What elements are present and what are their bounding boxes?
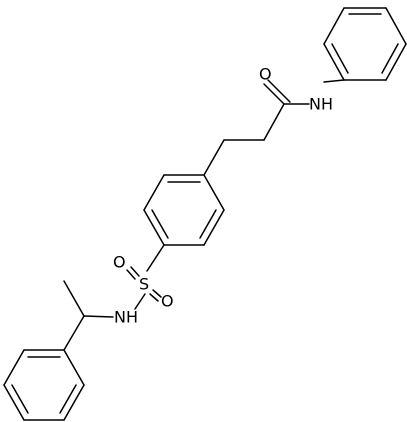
bond — [3, 384, 25, 421]
bond — [267, 79, 291, 103]
bond — [63, 315, 85, 351]
bond — [83, 315, 114, 318]
bond — [151, 209, 169, 239]
bond — [146, 244, 165, 272]
bond — [331, 43, 349, 74]
middle-benzene-ring — [143, 174, 225, 246]
bond — [134, 293, 146, 310]
bond — [381, 43, 399, 74]
sulfonamide-nh-label: NH — [114, 308, 138, 327]
bond — [63, 384, 85, 421]
top-phenyl-ring — [323, 7, 407, 81]
bond — [152, 289, 162, 298]
carbonyl-oxygen-label: O — [259, 65, 272, 84]
bond — [63, 280, 85, 317]
bond — [143, 209, 165, 246]
sulfonyl-oxygen-right-label: O — [161, 292, 174, 311]
bond — [323, 43, 345, 81]
bond — [323, 79, 345, 83]
bond — [126, 269, 136, 280]
bond — [63, 349, 85, 386]
bond — [385, 7, 407, 45]
bond — [130, 266, 140, 277]
bond — [203, 174, 225, 211]
amide-nh-label: NH — [309, 95, 333, 114]
bond — [203, 209, 225, 246]
bond — [385, 43, 407, 81]
sulfonyl-oxygen-left-label: O — [113, 253, 126, 272]
bond — [323, 7, 345, 45]
bond — [59, 384, 77, 414]
bond — [203, 139, 225, 176]
bond — [143, 174, 165, 211]
bond — [199, 209, 217, 239]
bond — [11, 384, 29, 414]
sulfur-label: S — [139, 275, 149, 294]
bond — [149, 293, 159, 302]
bond — [263, 83, 285, 105]
bottom-phenyl-ring — [3, 349, 85, 421]
bond — [3, 349, 25, 386]
bond — [263, 103, 285, 141]
